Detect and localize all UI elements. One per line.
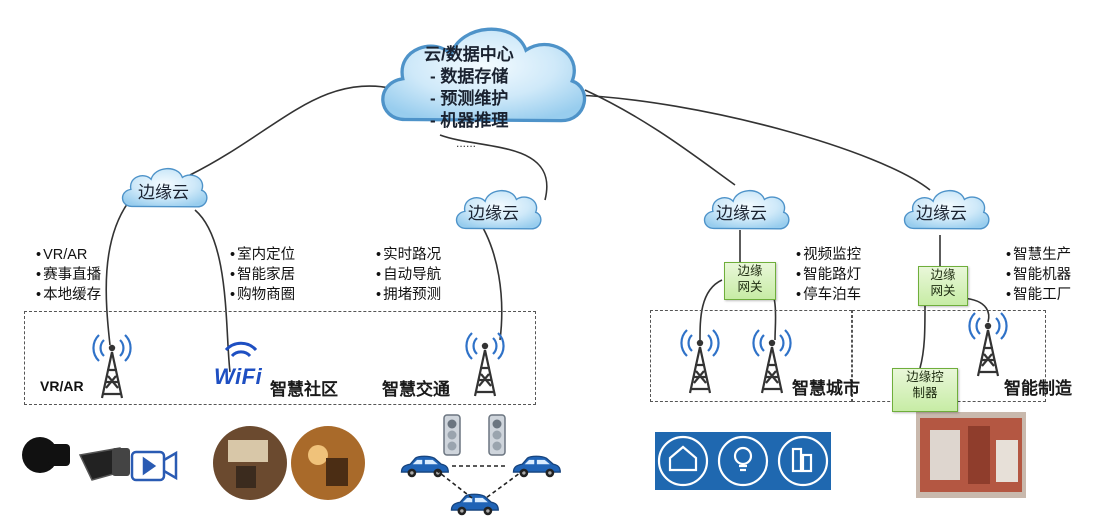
bullet-item: 本地缓存 — [36, 285, 101, 305]
bullet-item: 视频监控 — [796, 245, 861, 265]
region-box-city — [650, 310, 852, 402]
central-cloud-item: - 预测维护 — [430, 89, 509, 108]
edge-gateway-box: 边缘 网关 — [724, 262, 776, 300]
edge-controller-box: 边缘控 制器 — [892, 368, 958, 412]
bullet-item: VR/AR — [36, 245, 101, 265]
region-label-community: 智慧社区 — [270, 380, 338, 399]
bullet-item: 智能路灯 — [796, 265, 861, 285]
bullet-item: 智能家居 — [230, 265, 295, 285]
vr-headset-icon — [22, 437, 130, 481]
bullet-list-community: 室内定位 智能家居 购物商圈 — [230, 245, 295, 305]
region-box-left — [24, 311, 536, 405]
bullet-item: 停车泊车 — [796, 285, 861, 305]
wifi-icon — [224, 341, 258, 358]
bullet-item: 室内定位 — [230, 245, 295, 265]
bullet-item: 赛事直播 — [36, 265, 101, 285]
central-cloud-label: 云/数据中心 - 数据存储 - 预测维护 - 机器推理 — [424, 44, 514, 132]
central-cloud-item: - 数据存储 — [430, 67, 509, 86]
central-cloud-item: - 机器推理 — [430, 111, 509, 130]
factory-photo — [916, 412, 1026, 498]
indoor-photo-icon — [213, 426, 287, 500]
bullet-item: 购物商圈 — [230, 285, 295, 305]
central-cloud-ellipsis: ...... — [456, 136, 477, 150]
shopping-photo-icon — [291, 426, 365, 500]
region-label-city: 智慧城市 — [792, 379, 860, 398]
tower-label: VR/AR — [40, 378, 84, 394]
bullet-item: 拥堵预测 — [376, 285, 441, 305]
bullet-list-traffic: 实时路况 自动导航 拥堵预测 — [376, 245, 441, 305]
smart-city-icons — [655, 432, 831, 490]
bullet-item: 智能机器 — [1006, 265, 1071, 285]
edge-cloud-label: 边缘云 — [138, 183, 189, 202]
bullet-list-city: 视频监控 智能路灯 停车泊车 — [796, 245, 861, 305]
region-label-manufacturing: 智能制造 — [1004, 379, 1072, 398]
edge-cloud-label: 边缘云 — [716, 204, 767, 223]
edge-cloud-label: 边缘云 — [468, 204, 519, 223]
bullet-item: 自动导航 — [376, 265, 441, 285]
bullet-item: 智慧生产 — [1006, 245, 1071, 265]
edge-gateway-box: 边缘 网关 — [918, 266, 968, 306]
bullet-list-manufacturing: 智慧生产 智能机器 智能工厂 — [1006, 245, 1071, 305]
wifi-label: WiFi — [214, 364, 263, 389]
central-cloud-title: 云/数据中心 — [424, 45, 514, 64]
connection-lines — [105, 85, 990, 373]
video-camera-icon — [130, 450, 178, 482]
traffic-illustration — [400, 414, 561, 516]
region-label-traffic: 智慧交通 — [382, 380, 450, 399]
edge-cloud-label: 边缘云 — [916, 204, 967, 223]
bullet-item: 实时路况 — [376, 245, 441, 265]
bullet-list-vr: VR/AR 赛事直播 本地缓存 — [36, 245, 101, 305]
bullet-item: 智能工厂 — [1006, 285, 1071, 305]
